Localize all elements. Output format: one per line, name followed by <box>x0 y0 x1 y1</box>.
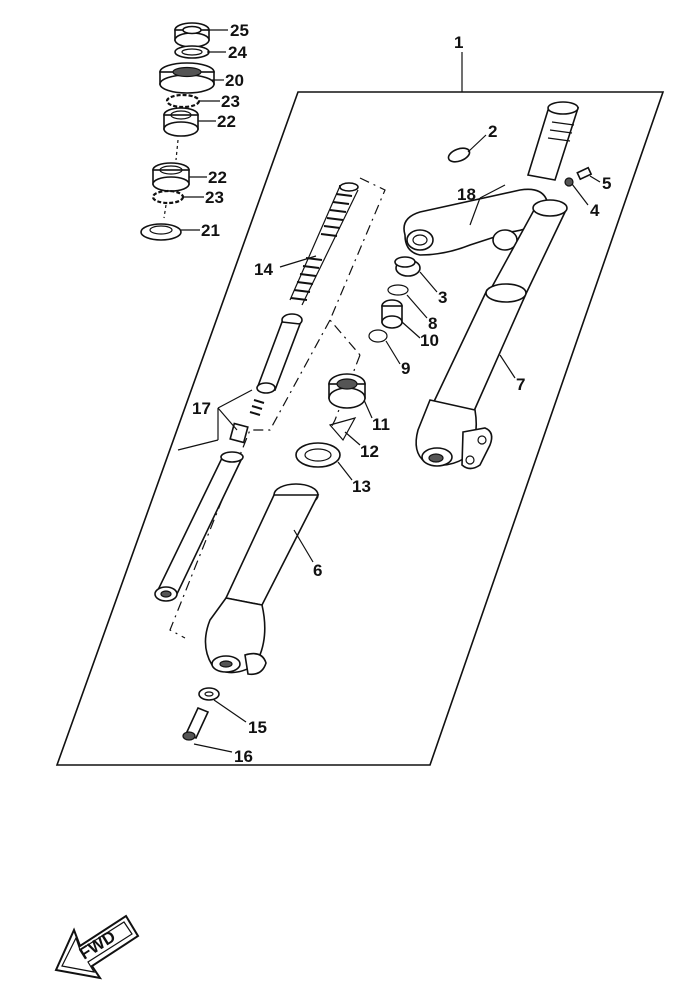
callout-23-upper: 23 <box>221 92 240 111</box>
callout-22-upper: 22 <box>217 112 236 131</box>
callout-15: 15 <box>248 718 267 737</box>
leader-lines <box>177 29 601 753</box>
steering-head-parts <box>140 22 215 241</box>
callout-1: 1 <box>454 33 463 52</box>
callout-labels: 1 2 18 5 4 3 8 10 9 7 11 12 13 6 14 17 1… <box>192 21 611 766</box>
callout-21: 21 <box>201 221 220 240</box>
callout-23-lower: 23 <box>205 188 224 207</box>
callout-3: 3 <box>438 288 447 307</box>
callout-8: 8 <box>428 314 437 333</box>
callout-6: 6 <box>313 561 322 580</box>
callout-13: 13 <box>352 477 371 496</box>
callout-2: 2 <box>488 122 497 141</box>
callout-16: 16 <box>234 747 253 766</box>
callout-9: 9 <box>401 359 410 378</box>
assembly-panel <box>55 91 665 766</box>
callout-7: 7 <box>516 375 525 394</box>
callout-5: 5 <box>602 174 611 193</box>
callout-11: 11 <box>372 415 390 434</box>
callout-20: 20 <box>225 71 244 90</box>
callout-24: 24 <box>228 43 247 62</box>
callout-10: 10 <box>420 331 439 350</box>
callout-18: 18 <box>457 185 476 204</box>
left-outer-tube <box>182 373 366 741</box>
callout-4: 4 <box>590 201 600 220</box>
callout-12: 12 <box>360 442 379 461</box>
callout-14: 14 <box>254 260 273 279</box>
callout-25: 25 <box>230 21 249 40</box>
callout-17: 17 <box>192 399 211 418</box>
steering-stem-assembly <box>368 101 593 470</box>
fwd-direction-arrow: FWD <box>54 914 140 980</box>
left-fork-internals <box>154 177 386 639</box>
callout-22-lower: 22 <box>208 168 227 187</box>
